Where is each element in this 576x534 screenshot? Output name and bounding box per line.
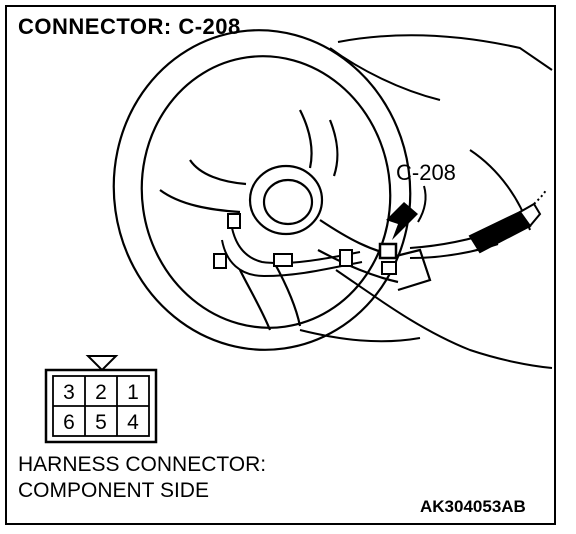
pin-5: 5 (95, 411, 107, 434)
harness-caption: HARNESS CONNECTOR: COMPONENT SIDE (18, 452, 266, 504)
steering-wheel (112, 29, 432, 351)
wiring-harness (213, 189, 547, 278)
pin-6: 6 (63, 411, 75, 434)
reference-code: AK304053AB (420, 497, 526, 516)
pin-3: 3 (63, 381, 75, 404)
connector-pin-labels: 3 2 1 6 5 4 (63, 381, 139, 434)
pin-1: 1 (127, 381, 139, 404)
connector-title: CONNECTOR: C-208 (18, 14, 241, 39)
connector-callout-label: C-208 (396, 160, 456, 185)
pin-4: 4 (127, 411, 139, 434)
connector-face (44, 355, 158, 444)
pin-2: 2 (95, 381, 107, 404)
caption-line-2: COMPONENT SIDE (18, 479, 209, 502)
caption-line-1: HARNESS CONNECTOR: (18, 453, 267, 476)
callout-arrow (386, 185, 427, 240)
